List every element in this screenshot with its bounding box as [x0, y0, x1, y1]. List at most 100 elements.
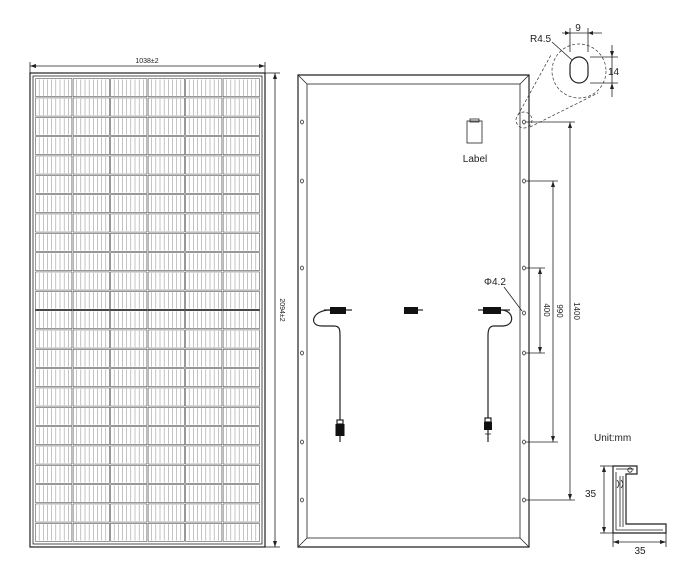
solar-cell — [147, 271, 185, 291]
back-frame-inner — [306, 83, 521, 539]
solar-cell — [35, 310, 73, 329]
solar-cell — [72, 387, 110, 407]
solar-cell — [222, 155, 260, 175]
solar-cell — [185, 175, 223, 194]
solar-cell — [35, 117, 73, 136]
solar-cell — [35, 368, 73, 387]
solar-cell — [185, 291, 223, 310]
slot-detail: R4.5 9 14 — [515, 23, 620, 129]
solar-cell — [185, 426, 223, 445]
mounting-hole — [300, 119, 304, 125]
hole-diameter-callout: Φ4.2 — [484, 277, 523, 312]
solar-cell — [72, 252, 110, 271]
solar-cell — [35, 136, 73, 155]
solar-cell — [72, 329, 110, 349]
solar-cell — [147, 523, 185, 542]
solar-cell — [110, 484, 148, 503]
solar-cell — [35, 194, 73, 213]
front-view: 1038±2 2094±2 — [29, 58, 285, 548]
solar-cell — [185, 213, 223, 233]
solar-cell — [222, 213, 260, 233]
solar-cell — [110, 233, 148, 252]
solar-cell — [72, 465, 110, 484]
solar-cell — [110, 136, 148, 155]
solar-cell — [35, 329, 73, 349]
solar-cell — [35, 155, 73, 175]
solar-cell — [72, 407, 110, 426]
solar-cell — [72, 78, 110, 97]
unit-label: Unit:mm — [594, 433, 631, 444]
solar-cell — [185, 136, 223, 155]
solar-cell — [185, 233, 223, 252]
solar-cell — [185, 97, 223, 117]
solar-cell — [72, 445, 110, 465]
radius-label: R4.5 — [530, 34, 552, 45]
solar-cell — [147, 503, 185, 523]
solar-cell — [222, 233, 260, 252]
front-frame — [29, 72, 266, 548]
solar-cell — [222, 310, 260, 329]
solar-cell — [185, 271, 223, 291]
mounting-hole — [522, 178, 526, 184]
solar-cell — [147, 252, 185, 271]
height-dimension: 2094±2 — [265, 72, 285, 548]
slot-height-label: 14 — [608, 67, 620, 78]
solar-cell — [147, 291, 185, 310]
solar-cell — [110, 426, 148, 445]
solar-cell — [147, 97, 185, 117]
solar-cell — [72, 349, 110, 368]
solar-cell — [185, 329, 223, 349]
solar-cell — [222, 78, 260, 97]
solar-cell — [222, 387, 260, 407]
frame-profile: Unit:mm 35 35 — [585, 433, 667, 557]
solar-cell — [147, 136, 185, 155]
solar-cell — [185, 252, 223, 271]
solar-cell — [222, 445, 260, 465]
left-mounting-holes — [300, 119, 304, 503]
detail-source-circle — [515, 111, 533, 129]
solar-cell — [35, 484, 73, 503]
solar-cell — [147, 233, 185, 252]
mounting-hole — [522, 350, 526, 356]
profile-inner — [615, 468, 663, 531]
detail-circle — [551, 43, 607, 99]
solar-cell — [222, 117, 260, 136]
solar-cell — [72, 194, 110, 213]
solar-cell — [110, 271, 148, 291]
dimension-400: 400 — [526, 267, 551, 354]
solar-cell — [110, 291, 148, 310]
solar-cell — [222, 271, 260, 291]
solar-cell — [35, 445, 73, 465]
solar-cell — [185, 194, 223, 213]
solar-cell — [222, 252, 260, 271]
solar-cell — [72, 426, 110, 445]
solar-cell — [110, 117, 148, 136]
solar-cell — [72, 233, 110, 252]
solar-cell — [110, 503, 148, 523]
solar-cell — [147, 117, 185, 136]
solar-cell — [185, 387, 223, 407]
solar-cell — [72, 484, 110, 503]
solar-cell — [35, 291, 73, 310]
solar-cell — [147, 349, 185, 368]
cable-left — [313, 309, 341, 420]
solar-cell — [222, 175, 260, 194]
solar-cell — [185, 117, 223, 136]
solar-cell — [147, 329, 185, 349]
solar-cell — [147, 155, 185, 175]
solar-cell — [35, 523, 73, 542]
solar-cell — [35, 465, 73, 484]
solar-cell — [110, 407, 148, 426]
solar-cell — [147, 465, 185, 484]
solar-cell — [222, 407, 260, 426]
solar-cell — [222, 194, 260, 213]
solar-cell — [72, 523, 110, 542]
solar-cell — [147, 445, 185, 465]
solar-cell — [147, 407, 185, 426]
solar-cell — [110, 445, 148, 465]
solar-cell — [185, 155, 223, 175]
solar-cell — [222, 291, 260, 310]
solar-cell — [110, 329, 148, 349]
cell-grid — [35, 78, 260, 542]
